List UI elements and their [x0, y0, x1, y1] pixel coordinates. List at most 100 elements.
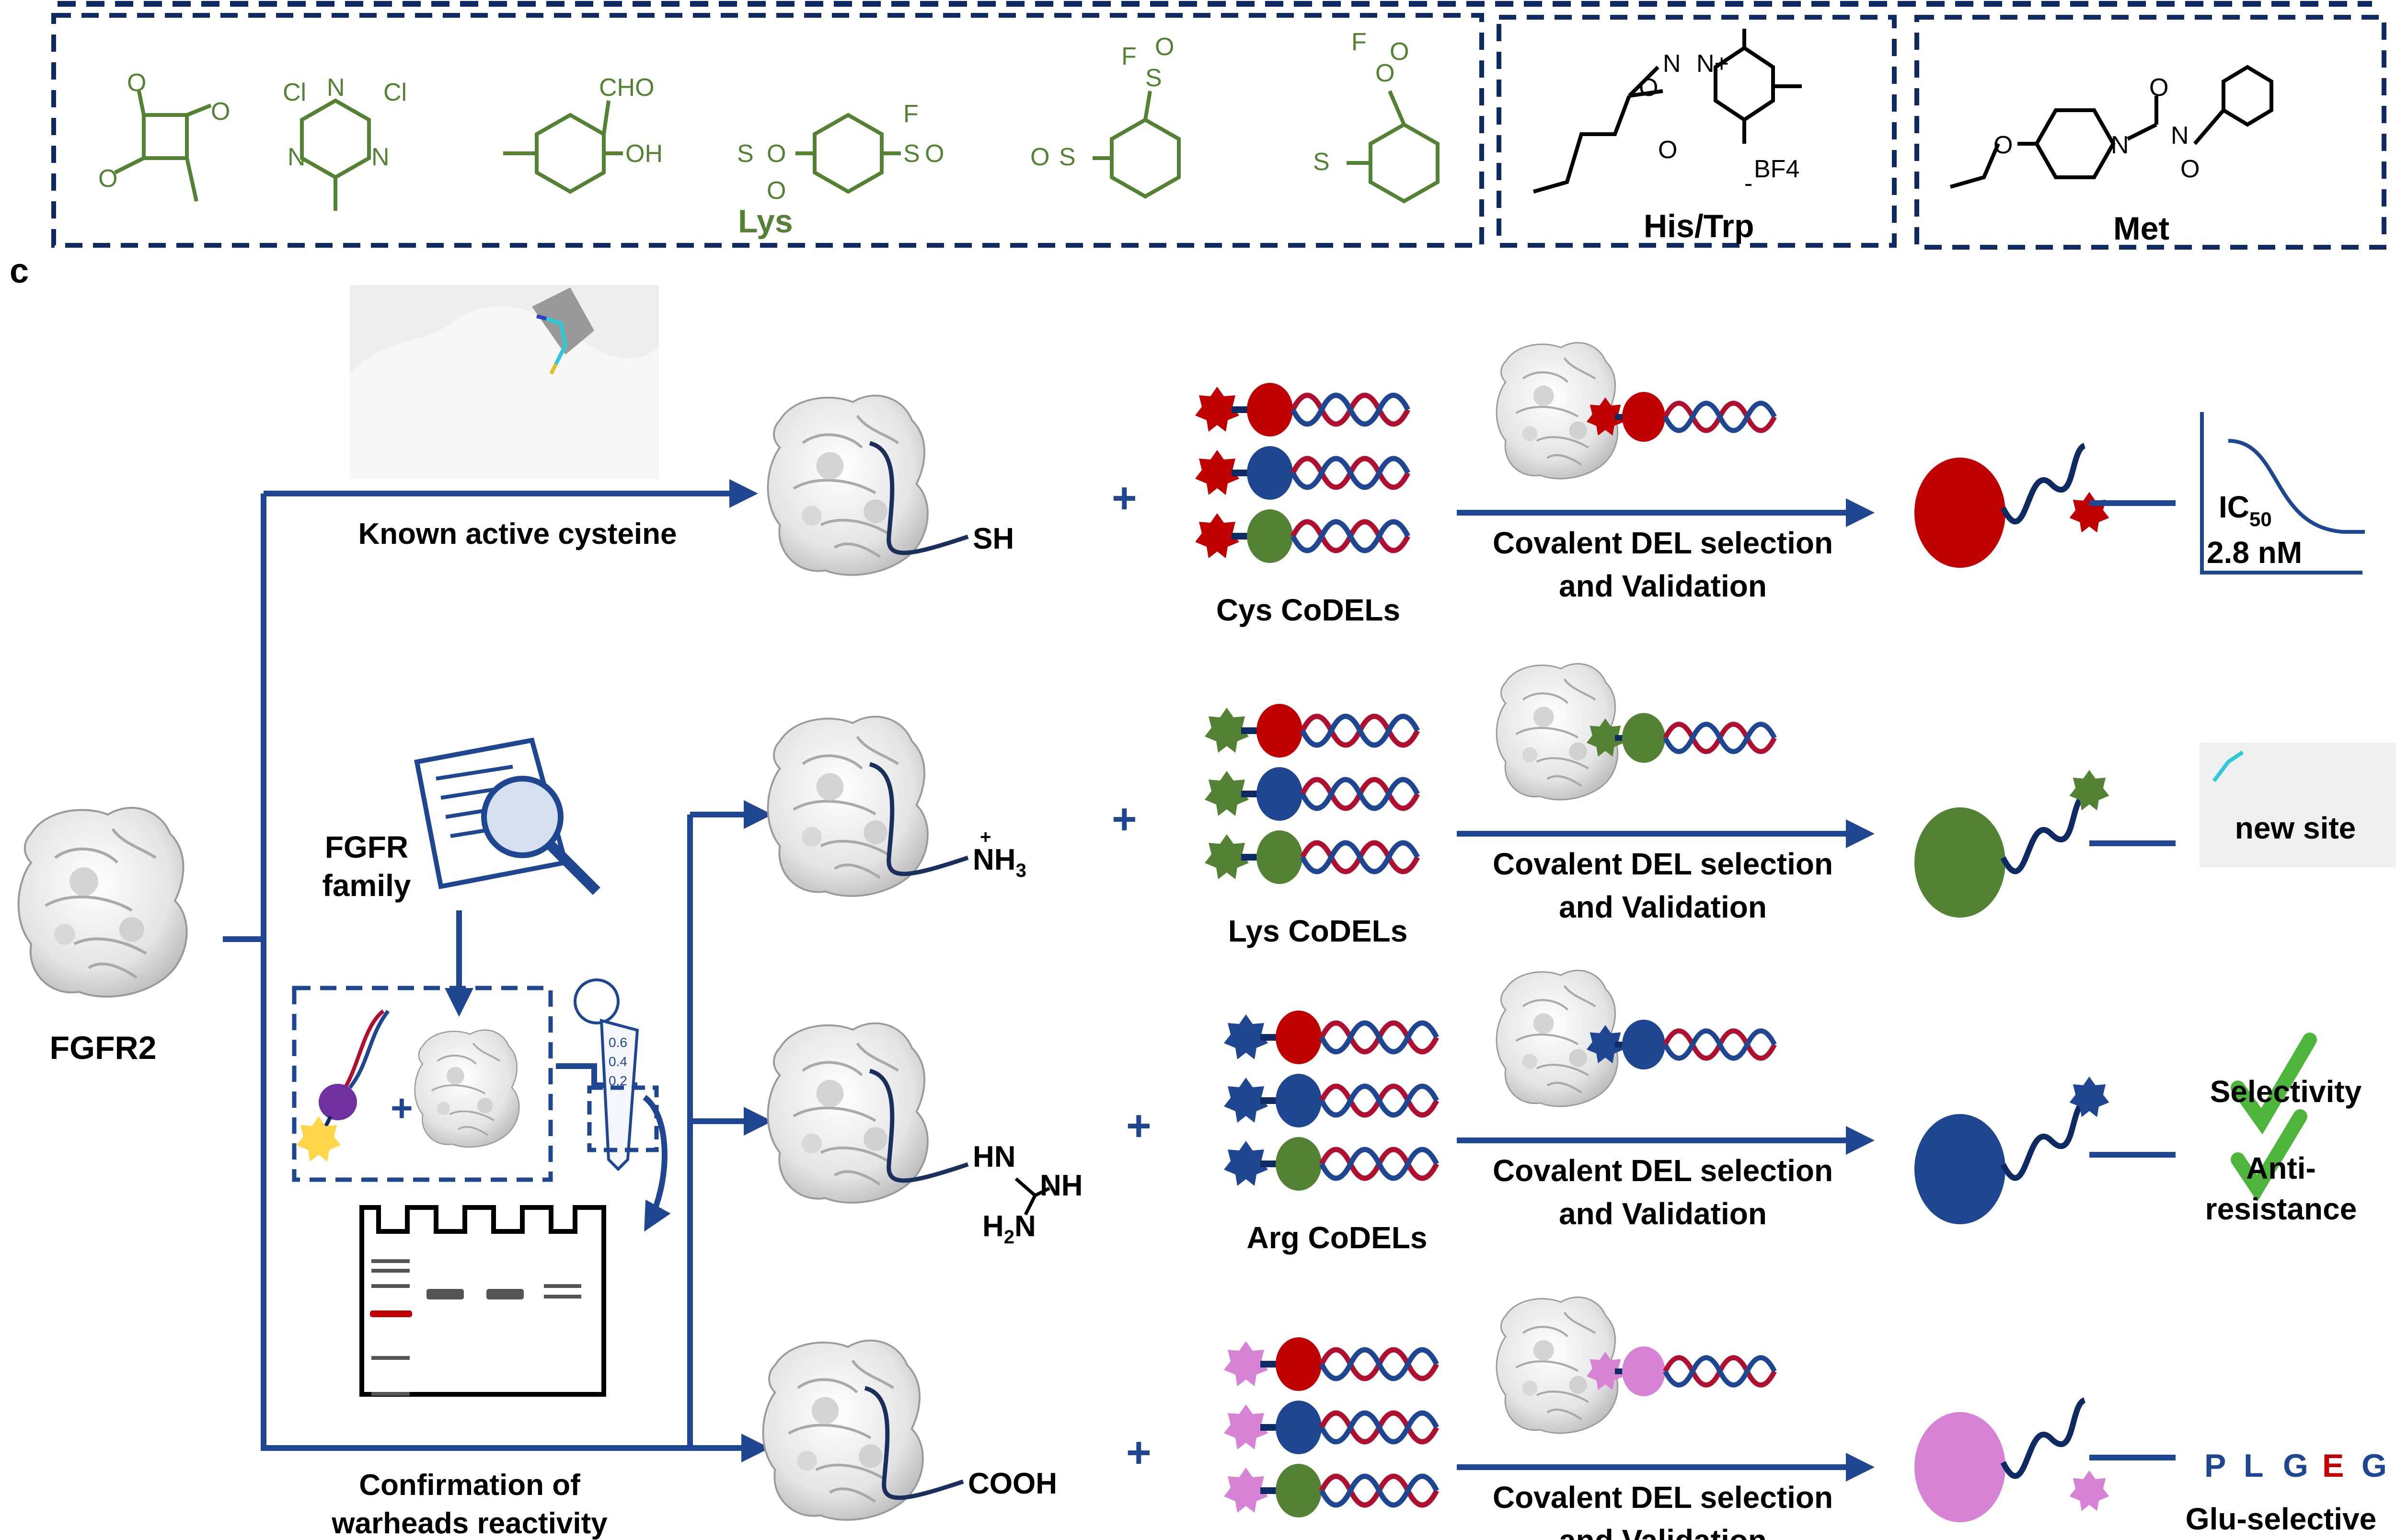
functional-group-label: NH3	[973, 843, 1026, 881]
plus-sign: +	[1112, 474, 1137, 522]
lys-warhead-squarate	[114, 91, 212, 202]
lys-warhead-sulfonyl-fluoride-ortho-atoms: S O F O	[1313, 28, 1409, 176]
lys-group-label: Lys	[738, 203, 793, 240]
building-block-bead	[1247, 509, 1293, 563]
dose-response-curve	[2228, 439, 2365, 534]
codel-library-member	[1224, 1401, 1437, 1454]
plus-sign: +	[1112, 795, 1137, 843]
dna-tag-icon	[1322, 1023, 1437, 1052]
codel-library-member	[1205, 767, 1417, 821]
bound-bead	[1622, 1020, 1665, 1069]
atom-label: S	[903, 140, 920, 168]
dna-tag-icon	[1293, 459, 1408, 487]
atom-label: O	[767, 140, 786, 168]
panel-label-c: c	[10, 252, 29, 290]
fgfr2-label: FGFR2	[50, 1030, 157, 1066]
atom-label: N+	[1696, 50, 1729, 78]
hit-linker	[2000, 443, 2086, 525]
lys-warhead-dichlorotriazine	[300, 98, 371, 211]
dna-tag-icon	[1665, 724, 1774, 752]
codel-library-member	[1195, 383, 1408, 437]
anti-resistance-label-line1: Anti-	[2246, 1151, 2316, 1185]
residue-side-chain	[869, 762, 969, 876]
warhead-probe-reaction-box: +	[292, 986, 553, 1182]
atom-label: O	[1658, 136, 1677, 164]
atom-label: N	[327, 74, 345, 102]
building-block-bead	[1256, 830, 1302, 884]
functional-group-label: SH	[973, 522, 1014, 555]
dna-tag-icon	[1322, 1413, 1437, 1442]
his-trp-warhead-box	[1497, 15, 1897, 248]
microcentrifuge-tube-icon	[574, 978, 659, 1172]
atom-label: O	[127, 69, 146, 97]
atom-label: O	[1639, 74, 1658, 102]
atom-label: O	[767, 177, 786, 205]
building-block-bead	[1276, 1137, 1322, 1191]
lys-warhead-salicylaldehyde	[503, 100, 623, 194]
residue-side-chain	[869, 441, 969, 555]
outcome-site: new site	[2200, 743, 2396, 867]
met-warhead-atoms: O N O N O	[1993, 74, 2200, 183]
bound-bead	[1622, 1346, 1665, 1396]
target-protein	[768, 396, 928, 575]
atom-label: N	[288, 143, 306, 171]
ic50-value: 2.8 nM	[2207, 535, 2302, 570]
selection-label-line2: and Validation	[1559, 1196, 1767, 1231]
new-site-label: new site	[2235, 811, 2356, 845]
lys-warhead-sulfonyl-fluoride-para-atoms: O S O S O F	[737, 100, 944, 205]
codel-library-member	[1224, 1464, 1437, 1517]
atom-label: BF4	[1754, 155, 1799, 183]
gel-electrophoresis-icon	[359, 1205, 606, 1397]
atom-label: Cl	[383, 79, 407, 106]
dna-tag-icon	[1293, 522, 1408, 551]
tube-mark: 0.6	[609, 1035, 627, 1050]
his-trp-group-label: His/Trp	[1644, 208, 1754, 244]
selection-label-line1: Covalent DEL selection	[1493, 526, 1833, 560]
atom-label: F	[1351, 28, 1367, 56]
building-block-bead	[1256, 704, 1302, 758]
confirmation-label-line2: warheads reactivity	[331, 1507, 608, 1540]
codel-library-member	[1195, 446, 1408, 500]
selection-label-line2: and Validation	[1559, 890, 1767, 924]
atom-label: O	[1375, 59, 1394, 87]
ic50-label: IC50	[2219, 490, 2272, 530]
lys-warhead-squarate-atoms: O O O	[98, 69, 230, 193]
atom-label: O	[2149, 74, 2168, 102]
atom-label: F	[903, 100, 919, 128]
lys-warhead-dichlorotriazine-atoms: Cl N Cl N N	[283, 74, 407, 171]
building-block-bead	[1276, 1011, 1322, 1064]
lys-warhead-sulfonyl-fluoride-para	[795, 113, 901, 194]
selection-label-line2: and Validation	[1559, 569, 1767, 603]
document-search-icon	[414, 737, 600, 895]
functional-group-label: H2N	[982, 1210, 1036, 1248]
lys-warheads-box	[51, 13, 1484, 248]
curved-arrow-to-gel	[643, 1095, 671, 1232]
atom-label: N	[2111, 131, 2129, 159]
atom-label: OH	[625, 140, 663, 168]
new-site-structure-image	[2200, 743, 2396, 867]
flow-connector-lines	[223, 479, 772, 1462]
hit-compound-bead	[1914, 1114, 2005, 1224]
building-block-bead	[1276, 1401, 1322, 1454]
atom-label: N	[371, 143, 390, 171]
charge-label: +	[980, 827, 991, 848]
glu-selective-label: Glu-selective	[2186, 1502, 2376, 1536]
tube-volume-marks: 0.6 0.4 0.2	[609, 1035, 627, 1088]
dna-tag-icon	[1302, 843, 1417, 872]
ic50-axes	[2200, 412, 2362, 575]
building-block-bead	[1276, 1074, 1322, 1127]
atom-label: O	[1155, 33, 1174, 61]
dna-tag-icon	[1322, 1086, 1437, 1115]
fgfr-family-label-line1: FGFR	[325, 830, 408, 864]
checkmark-icon	[2231, 1033, 2317, 1135]
sequence-letter: E	[2322, 1448, 2344, 1484]
selection-label-line1: Covalent DEL selection	[1493, 1480, 1833, 1515]
atom-label: O	[925, 140, 944, 168]
met-warhead-box	[1914, 15, 2386, 250]
dna-tag-icon	[1322, 1476, 1437, 1505]
